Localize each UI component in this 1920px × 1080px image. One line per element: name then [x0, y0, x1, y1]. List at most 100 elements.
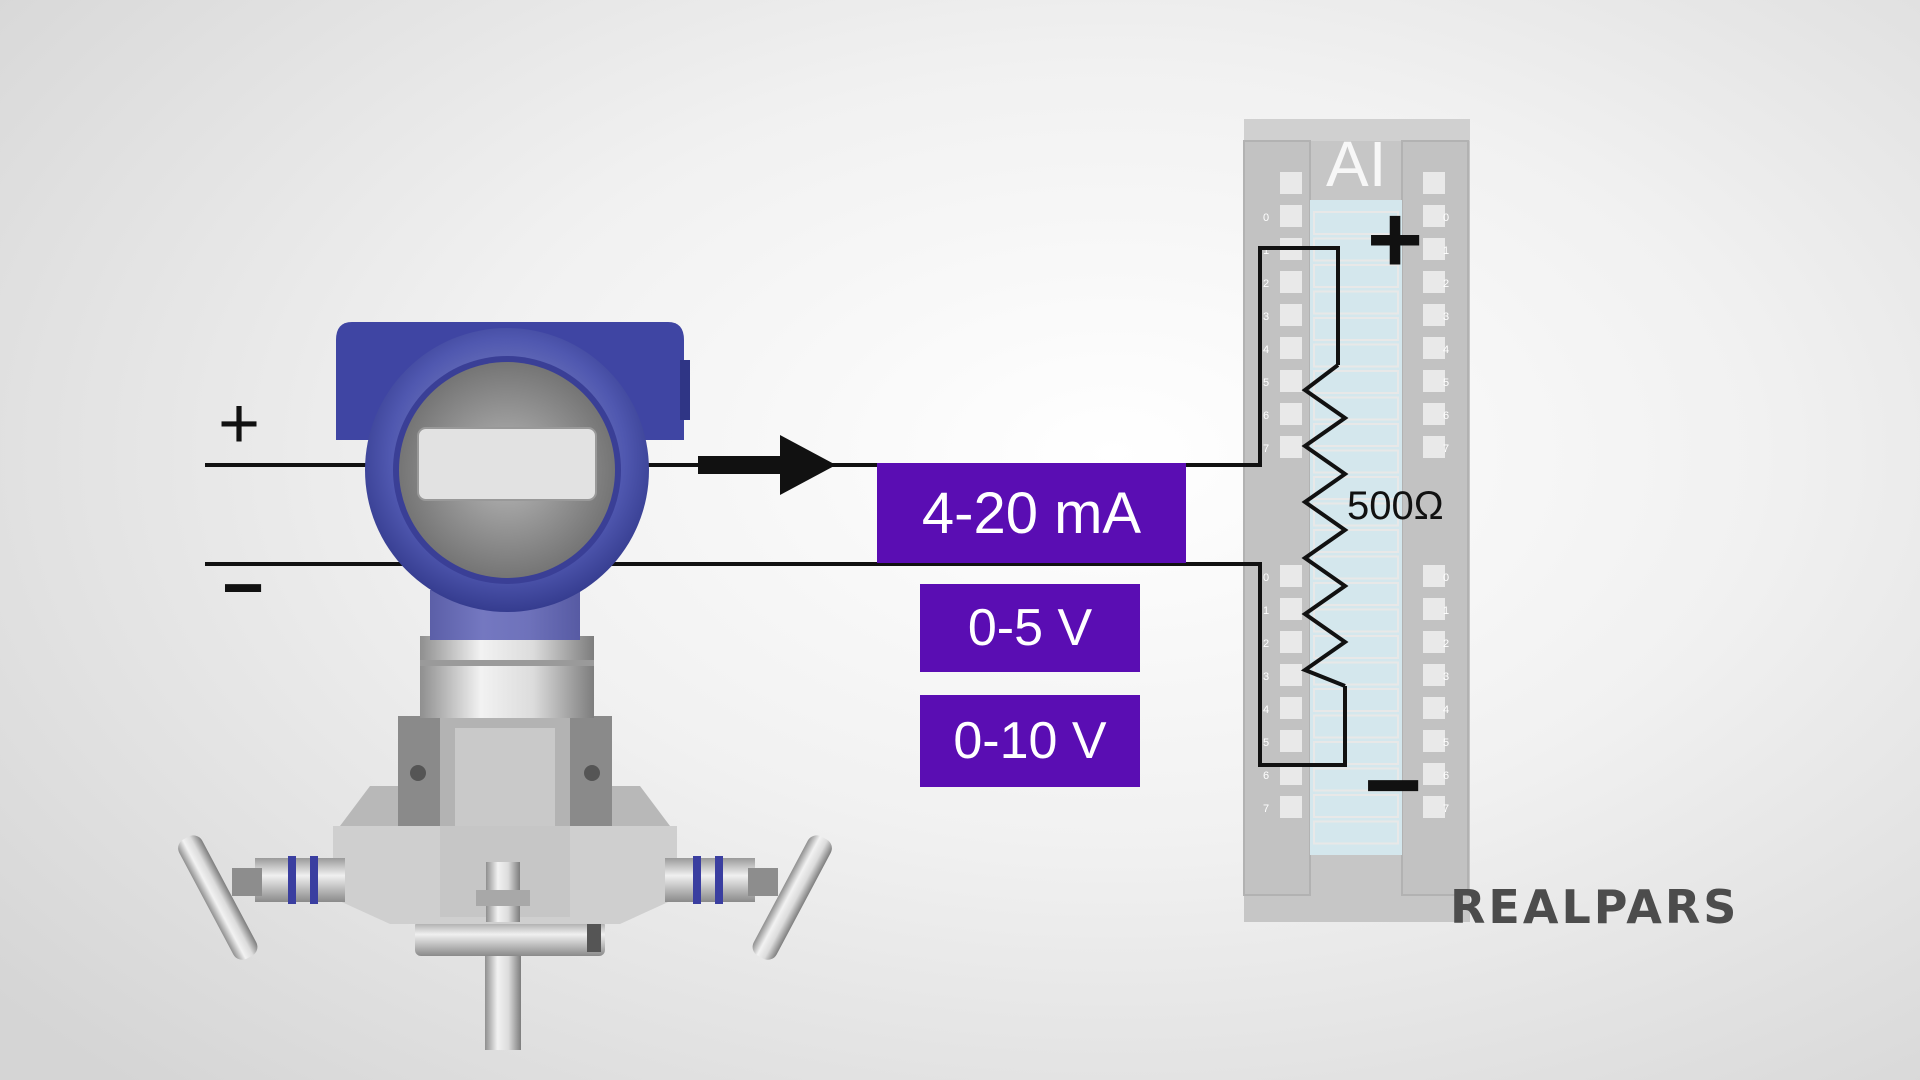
transmitter-display — [417, 427, 597, 501]
ai-channel-slot — [1313, 423, 1399, 447]
ai-channel-slot — [1313, 396, 1399, 421]
ai-terminal-number: 6 — [1263, 770, 1269, 782]
realpars-logo: REALPARS — [1450, 880, 1740, 934]
ai-channel-slot — [1313, 555, 1399, 580]
signal-0-5v-box: 0-5 V — [920, 584, 1140, 672]
ai-status-led — [1423, 730, 1445, 752]
ai-status-led — [1280, 205, 1302, 227]
ai-terminal-number: 3 — [1263, 671, 1269, 683]
ai-status-led — [1423, 565, 1445, 587]
ai-status-led — [1423, 370, 1445, 392]
ai-terminal-number: 6 — [1443, 410, 1449, 422]
ai-channel-slot — [1313, 582, 1399, 606]
ai-positive-label: + — [1367, 186, 1424, 293]
ai-status-led — [1280, 172, 1302, 194]
ai-terminal-number: 5 — [1263, 737, 1269, 749]
ai-channel-slot — [1313, 820, 1399, 845]
ai-terminal-number: 1 — [1263, 605, 1269, 617]
signal-0-10v-box: 0-10 V — [920, 695, 1140, 787]
ai-terminal-number: 5 — [1263, 377, 1269, 389]
ai-channel-slot — [1313, 661, 1399, 686]
current-flow-arrow — [698, 435, 836, 495]
ai-terminal-number: 4 — [1263, 344, 1269, 356]
ai-terminal-number: 3 — [1443, 311, 1449, 323]
ai-status-led — [1423, 271, 1445, 293]
ai-status-led — [1423, 664, 1445, 686]
ai-status-led — [1423, 205, 1445, 227]
ai-status-led — [1423, 172, 1445, 194]
resistor-500-ohm-symbol — [1300, 363, 1349, 688]
left-valve — [178, 835, 345, 960]
ai-terminal-number: 5 — [1443, 377, 1449, 389]
negative-terminal-label: − — [222, 548, 265, 628]
ai-terminal-number: 1 — [1443, 605, 1449, 617]
ai-terminal-number: 0 — [1263, 572, 1269, 584]
ai-status-led — [1280, 565, 1302, 587]
ai-status-led — [1280, 403, 1302, 425]
ai-status-led — [1280, 697, 1302, 719]
ai-terminal-number: 2 — [1263, 638, 1269, 650]
pressure-transmitter — [178, 322, 832, 1050]
ai-status-led — [1423, 631, 1445, 653]
resistor-value-label: 500Ω — [1347, 484, 1444, 528]
ai-terminal-number: 7 — [1263, 443, 1269, 455]
ai-status-led — [1423, 598, 1445, 620]
ai-terminal-number: 0 — [1443, 212, 1449, 224]
ai-status-led — [1280, 763, 1302, 785]
ai-terminal-number: 4 — [1443, 344, 1449, 356]
ai-status-led — [1423, 796, 1445, 818]
ai-channel-slot — [1313, 317, 1399, 341]
ai-channel-slot — [1313, 290, 1399, 315]
ai-channel-slot — [1313, 688, 1399, 712]
ai-terminal-number: 4 — [1443, 704, 1449, 716]
ai-terminal-number: 7 — [1443, 803, 1449, 815]
ai-terminal-number: 1 — [1263, 245, 1269, 257]
ai-status-led — [1280, 730, 1302, 752]
ai-negative-label: − — [1364, 729, 1423, 841]
ai-status-led — [1280, 304, 1302, 326]
ai-status-led — [1280, 796, 1302, 818]
ai-module-label: AI — [1326, 128, 1387, 200]
ai-status-led — [1423, 436, 1445, 458]
ai-terminal-number: 7 — [1263, 803, 1269, 815]
ai-status-led — [1280, 436, 1302, 458]
ai-channel-slot — [1313, 211, 1399, 235]
ai-terminal-number: 0 — [1263, 212, 1269, 224]
ai-channel-slot — [1313, 343, 1399, 368]
ai-status-led — [1423, 697, 1445, 719]
ai-status-led — [1280, 664, 1302, 686]
ai-terminal-number: 6 — [1263, 410, 1269, 422]
ai-terminal-number: 4 — [1263, 704, 1269, 716]
signal-4-20ma-box: 4-20 mA — [877, 463, 1186, 563]
ai-terminal-number: 1 — [1443, 245, 1449, 257]
ai-status-led — [1423, 304, 1445, 326]
ai-channel-slot — [1313, 635, 1399, 659]
ai-status-led — [1423, 238, 1445, 260]
ai-channel-slot — [1313, 794, 1399, 818]
ai-channel-slot — [1313, 767, 1399, 792]
ai-terminal-number: 5 — [1443, 737, 1449, 749]
ai-channel-slot — [1313, 741, 1399, 765]
ai-terminal-number: 6 — [1443, 770, 1449, 782]
ai-terminal-number: 2 — [1263, 278, 1269, 290]
right-valve — [665, 835, 832, 960]
ai-channel-slot — [1313, 264, 1399, 288]
ai-status-led — [1423, 337, 1445, 359]
ai-status-led — [1280, 598, 1302, 620]
ai-status-led — [1280, 370, 1302, 392]
ai-channel-slot — [1313, 502, 1399, 527]
ai-status-led — [1280, 271, 1302, 293]
ai-terminal-number: 3 — [1263, 311, 1269, 323]
ai-status-led — [1423, 403, 1445, 425]
ai-channel-slot — [1313, 714, 1399, 739]
ai-status-led — [1280, 631, 1302, 653]
resistor-circuit — [1186, 246, 1349, 767]
positive-terminal-label: + — [218, 384, 261, 464]
ai-status-led — [1280, 337, 1302, 359]
ai-terminal-number: 2 — [1443, 278, 1449, 290]
ai-status-led — [1423, 763, 1445, 785]
ai-terminal-number: 3 — [1443, 671, 1449, 683]
ai-terminal-number: 7 — [1443, 443, 1449, 455]
